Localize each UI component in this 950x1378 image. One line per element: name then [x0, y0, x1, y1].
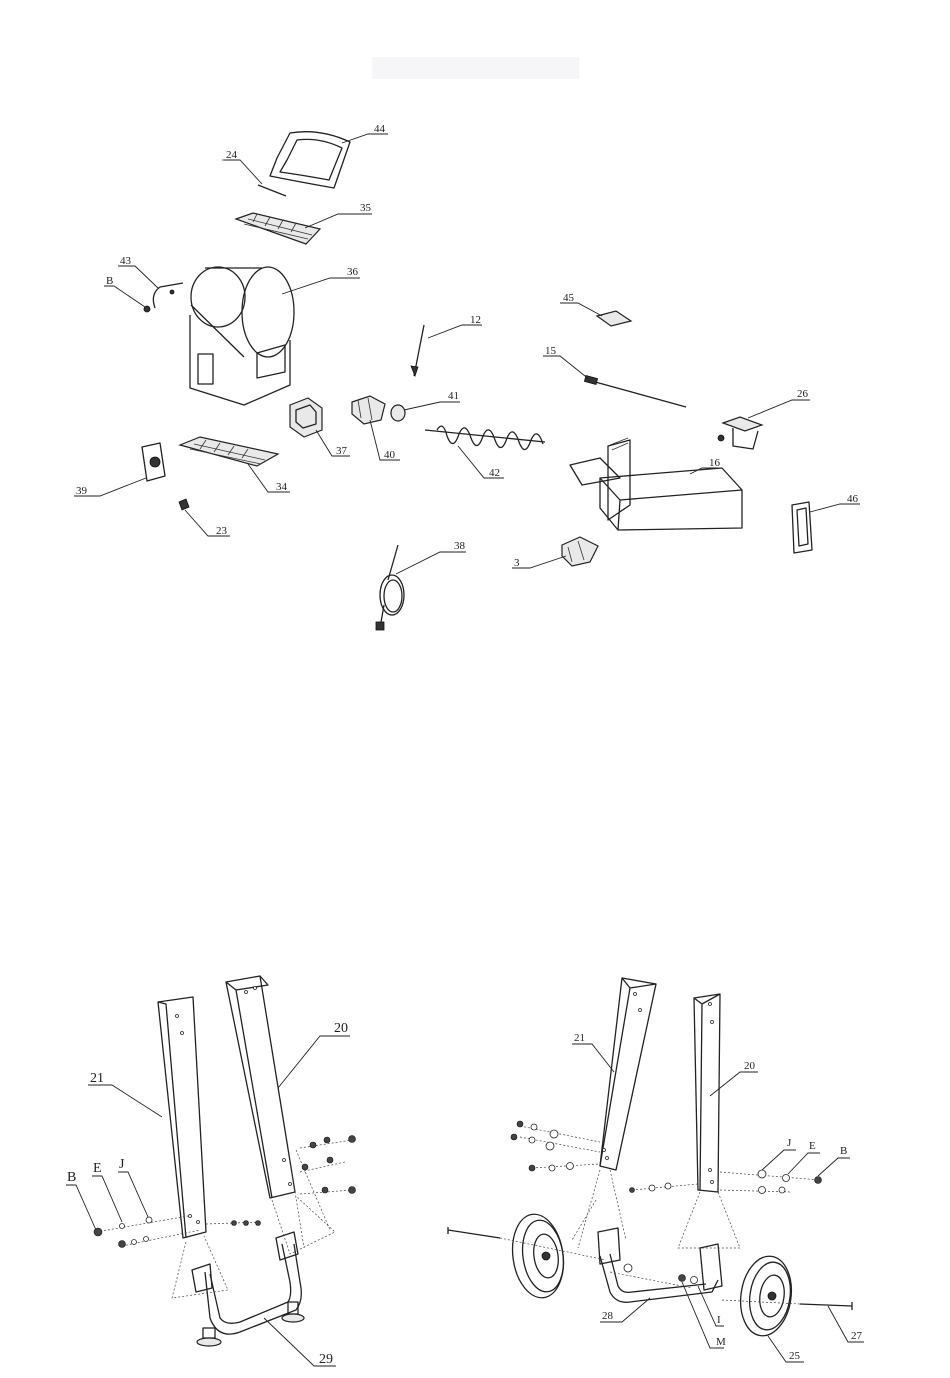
bottom-right-assembly [448, 978, 852, 1339]
part-43-handle [144, 283, 183, 312]
part-41-collar [391, 405, 405, 421]
part-12-pin [411, 325, 424, 376]
bottom-left-assembly [94, 976, 356, 1346]
callout-i: I [717, 1314, 721, 1326]
callout-37: 37 [336, 445, 348, 457]
callout-12: 12 [470, 314, 481, 326]
part-44-cover-frame [270, 132, 350, 188]
callout-16: 16 [709, 457, 721, 469]
callout-20: 20 [744, 1060, 756, 1072]
callout-35: 35 [360, 202, 372, 214]
part-24-rod [258, 185, 286, 196]
callout-20: 20 [334, 1021, 348, 1036]
part-36-drum-housing [190, 267, 294, 405]
callout-44: 44 [374, 123, 386, 135]
callout-25: 25 [789, 1350, 801, 1362]
part-39-control-panel [142, 443, 165, 481]
callout-b: B [840, 1145, 847, 1157]
part-16-main-beam [570, 438, 742, 530]
callout-m: M [716, 1336, 726, 1348]
callout-36: 36 [347, 266, 359, 278]
callout-28: 28 [602, 1310, 614, 1322]
callout-j: J [119, 1157, 125, 1172]
part-45-plate [597, 311, 631, 326]
part-42-auger [425, 426, 545, 449]
callout-40: 40 [384, 449, 396, 461]
callout-41: 41 [448, 390, 459, 402]
callout-27: 27 [851, 1330, 863, 1342]
bottom-left-callouts: 20 21 B E J 29 [66, 1021, 350, 1367]
part-40-motor-bracket [352, 396, 385, 424]
part-15-rod [584, 376, 686, 407]
callout-43: 43 [120, 255, 132, 267]
part-34-bottom-grate [180, 437, 278, 466]
callout-34: 34 [276, 481, 288, 493]
callout-3: 3 [514, 557, 520, 569]
callout-39: 39 [76, 485, 88, 497]
part-35-grate [236, 213, 320, 244]
callout-24: 24 [226, 149, 238, 161]
callout-21: 21 [90, 1071, 104, 1086]
callout-e: E [809, 1140, 816, 1152]
callout-b: B [106, 275, 113, 287]
bottom-right-callouts: 21 20 J E B 28 I M 25 27 [572, 1032, 864, 1362]
callout-45: 45 [563, 292, 575, 304]
title-bar [372, 57, 579, 79]
part-3-motor [562, 537, 598, 566]
part-38-power-cord [376, 545, 404, 630]
part-23-knob [179, 499, 189, 510]
callout-e: E [93, 1161, 102, 1176]
callout-15: 15 [545, 345, 557, 357]
part-26-bracket [718, 417, 762, 449]
callout-29: 29 [319, 1352, 333, 1367]
callout-38: 38 [454, 540, 466, 552]
callout-b: B [67, 1170, 76, 1185]
callout-26: 26 [797, 388, 809, 400]
part-46-end-plate [792, 502, 812, 553]
callout-21: 21 [574, 1032, 585, 1044]
callout-46: 46 [847, 493, 859, 505]
callout-23: 23 [216, 525, 228, 537]
callout-j: J [787, 1137, 792, 1149]
callout-42: 42 [489, 467, 500, 479]
